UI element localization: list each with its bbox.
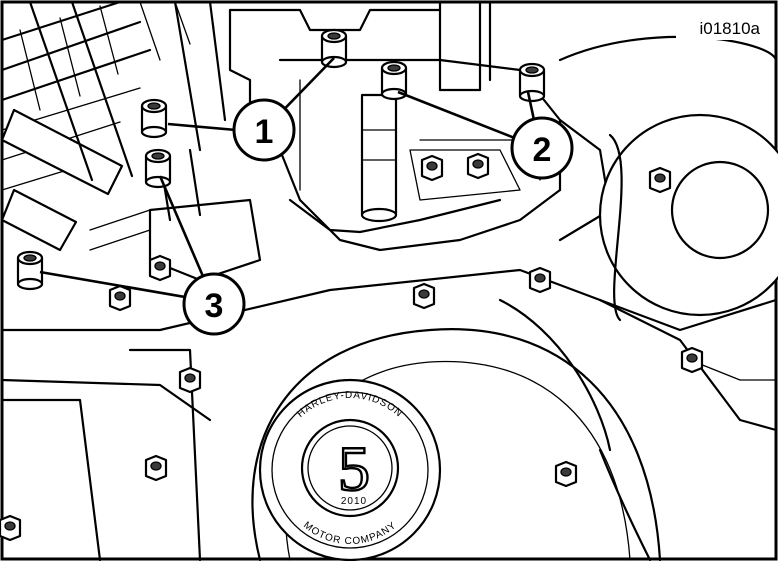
bolt-callout-2-rear [518, 62, 546, 103]
badge-center-number: 5 [338, 433, 370, 504]
lifter-post [360, 93, 398, 223]
derby-cover-badge: HARLEY-DAVIDSON MOTOR COMPANY 5 2010 [258, 378, 442, 561]
callout-1-number: 1 [255, 113, 274, 151]
callout-2-number: 2 [533, 131, 552, 169]
callout-3: 3 [182, 272, 246, 336]
bolt-callout-3-lower [16, 250, 44, 291]
callout-1: 1 [232, 98, 296, 162]
figure-id-label: i01810a [699, 19, 760, 38]
callout-3-number: 3 [205, 287, 224, 325]
bolt-callout-3-upper [140, 98, 168, 139]
callout-2: 2 [510, 116, 574, 180]
bolt-callout-1 [320, 28, 348, 69]
bolt-callout-3-middle [144, 148, 172, 189]
badge-small-text: 2010 [341, 496, 367, 507]
